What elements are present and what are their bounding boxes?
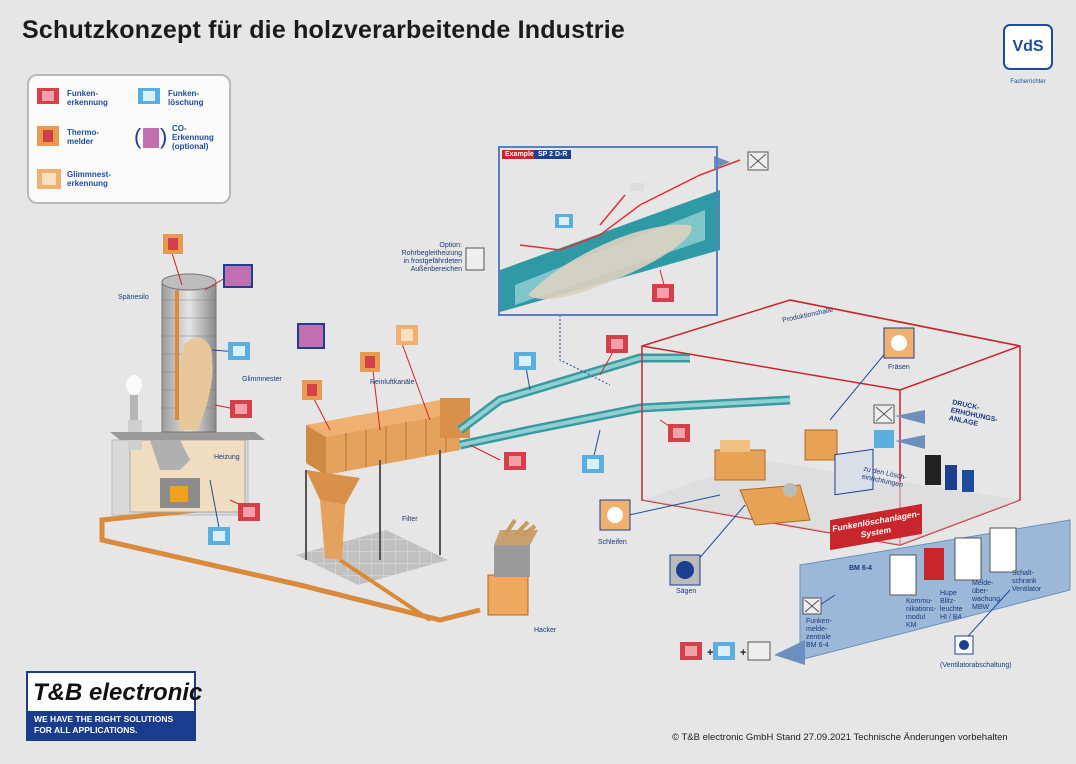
heat-detector-icon (163, 234, 183, 254)
spark-detector-icon (37, 88, 59, 104)
legend-icons: () (37, 88, 167, 189)
brand-slogan: WE HAVE THE RIGHT SOLUTIONS FOR ALL APPL… (28, 711, 194, 739)
legend-label-glimmnesterkennung: Glimmnest- erkennung (67, 170, 112, 188)
co-detector-icon (297, 323, 325, 349)
label-schaltschrank: Schalt- schrank Ventilator (1012, 570, 1042, 593)
ember-detector-icon (396, 325, 418, 345)
label-ventilatorabschaltung: (Ventilatorabschaltung) (940, 662, 1012, 669)
heat-detector-icon (37, 126, 59, 146)
vds-subtitle: Facherrichter (1010, 79, 1046, 85)
saw-machine (739, 483, 811, 526)
heat-detector-icon (360, 352, 380, 372)
alarm-symbol-icon (802, 597, 822, 615)
legend-label-funkenerkennung: Funken- erkennung (67, 89, 108, 107)
label-fraesen: Fräsen (888, 364, 910, 371)
spark-detector-icon (680, 642, 702, 660)
spark-detector-icon (504, 452, 526, 470)
legend-label-co-erkennung: CO- Erkennung (optional) (172, 124, 214, 151)
spark-extinguisher-icon (874, 430, 894, 448)
spark-extinguisher-icon (514, 352, 536, 370)
label-schleifen: Schleifen (598, 539, 627, 546)
ember-detector-icon (599, 499, 631, 531)
svg-text:): ) (160, 124, 167, 149)
alarm-symbol-icon (873, 404, 895, 424)
spark-detector-icon (606, 335, 628, 353)
heating-pipe-icon (747, 641, 771, 661)
spark-extinguisher-icon (555, 214, 573, 228)
svg-text:(: ( (134, 124, 142, 149)
label-bm64: BM 6-4 (849, 565, 872, 572)
grinding-machine (714, 440, 766, 481)
milling-machine (804, 429, 838, 461)
legend-label-thermomelder: Thermo- melder (67, 128, 99, 146)
label-filter: Filter (402, 516, 418, 523)
label-hacker: Hacker (534, 627, 557, 634)
label-funkenmelde: Funken- melde- zentrale BM 6-4 (806, 618, 832, 649)
spark-extinguisher-icon (582, 455, 604, 473)
spark-extinguisher-icon (138, 88, 160, 104)
label-hupe: Hupe Blitz- leuchte HI / B4 (940, 590, 963, 621)
label-meldeueberwachung: Melde- über- wachung MBW (972, 580, 1001, 611)
label-kommunikation: Kommu- nikations- modul KM (906, 598, 936, 629)
spark-detector-icon (230, 400, 252, 418)
label-saegen: Sägen (676, 588, 697, 595)
brand-name: T&B electronic (33, 679, 203, 706)
spark-extinguisher-icon (208, 527, 230, 545)
label-option: Option: Rohrbegleitheizung in frostgefäh… (401, 242, 462, 273)
spark-detector-icon (238, 503, 260, 521)
page-title: Schutzkonzept für die holzverarbeitende … (22, 16, 625, 44)
tb-electronic-logo: T&B electronic WE HAVE THE RIGHT SOLUTIO… (26, 671, 202, 741)
vds-logo: VdS (1003, 24, 1053, 70)
example-tag: Example: (502, 150, 540, 159)
legend-label-funkenloeschung: Funken- löschung (168, 89, 204, 107)
svg-text:+: + (740, 647, 746, 659)
fan-icon (954, 635, 974, 655)
sp2d-illustration (500, 159, 741, 312)
alarm-symbol-icon (747, 151, 769, 171)
label-spaenesilo: Spänesilo (118, 294, 149, 301)
spark-extinguisher-icon (228, 342, 250, 360)
spark-extinguisher-icon (713, 642, 735, 660)
ember-detector-icon (883, 327, 915, 359)
co-detector-icon (223, 264, 253, 288)
example-name: SP 2 D-R (534, 150, 572, 159)
saw-icon (669, 554, 701, 586)
footer: © T&B electronic GmbH Stand 27.09.2021 T… (672, 732, 1008, 743)
spark-detector-icon (668, 424, 690, 442)
heat-detector-icon (302, 380, 322, 400)
sp2d-example-frame (498, 146, 718, 316)
ember-detector-icon (37, 169, 61, 189)
co-detector-icon: () (134, 124, 167, 149)
label-reinluftkanaele: Reinluftkanäle (370, 379, 415, 386)
diagram-detectors (163, 151, 974, 661)
label-heizung: Heizung (214, 454, 240, 461)
svg-text:+: + (707, 647, 713, 659)
spark-detector-icon (652, 284, 674, 302)
label-glimmnester: Glimmnester (242, 376, 282, 383)
heating-pipe-icon (465, 247, 485, 271)
